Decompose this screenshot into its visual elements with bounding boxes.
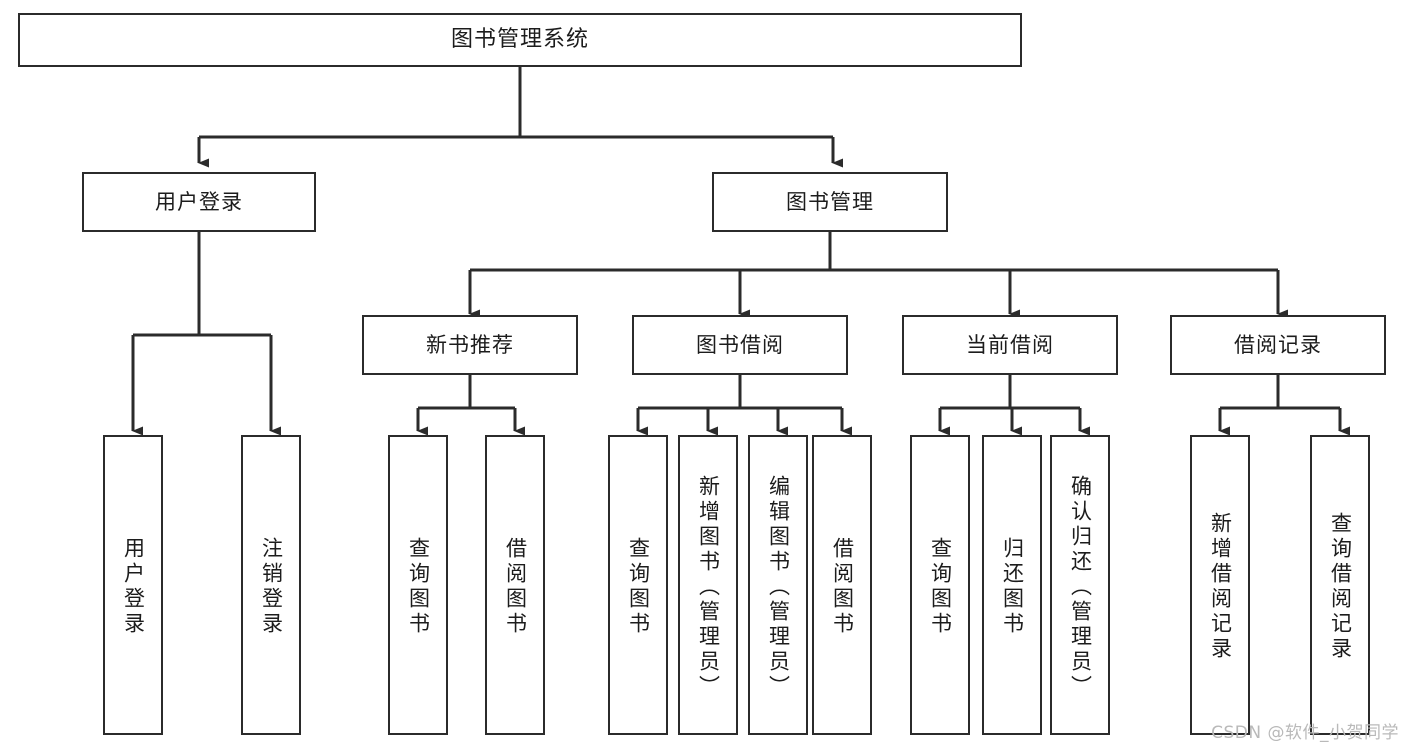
leaf-borrow-record-query-record[interactable]: 查询借阅记录: [1310, 435, 1370, 735]
node-label: 查询图书: [406, 537, 431, 637]
node-label: 用户登录: [121, 537, 146, 637]
leaf-borrow-record-add-record[interactable]: 新增借阅记录: [1190, 435, 1250, 735]
node-label: 查询借阅记录: [1328, 512, 1353, 662]
watermark: CSDN @软件_小贺同学: [1211, 723, 1399, 743]
leaf-book-borrow-edit-book-admin[interactable]: 编辑图书（管理员）: [748, 435, 808, 735]
node-label: 新增图书（管理员）: [696, 474, 721, 700]
leaf-book-borrow-query-book[interactable]: 查询图书: [608, 435, 668, 735]
leaf-current-borrow-confirm-return-admin[interactable]: 确认归还（管理员）: [1050, 435, 1110, 735]
node-label: 查询图书: [626, 537, 651, 637]
leaf-current-borrow-return-book[interactable]: 归还图书: [982, 435, 1042, 735]
node-label: 新书推荐: [426, 332, 514, 357]
leaf-user-login-login[interactable]: 用户登录: [103, 435, 163, 735]
node-root-book-management-system[interactable]: 图书管理系统: [18, 13, 1022, 67]
node-label: 图书管理: [786, 189, 874, 214]
leaf-book-borrow-add-book-admin[interactable]: 新增图书（管理员）: [678, 435, 738, 735]
node-book-management[interactable]: 图书管理: [712, 172, 948, 232]
node-label: 查询图书: [928, 537, 953, 637]
leaf-new-book-query-book[interactable]: 查询图书: [388, 435, 448, 735]
node-label: 图书管理系统: [450, 27, 589, 53]
node-label: 用户登录: [155, 189, 243, 214]
leaf-book-borrow-borrow-book[interactable]: 借阅图书: [812, 435, 872, 735]
node-label: 编辑图书（管理员）: [766, 474, 791, 700]
node-label: 归还图书: [1000, 537, 1025, 637]
node-label: 注销登录: [259, 537, 284, 637]
node-label: 借阅记录: [1234, 332, 1322, 357]
node-label: 当前借阅: [966, 332, 1054, 357]
node-user-login[interactable]: 用户登录: [82, 172, 316, 232]
node-label: 借阅图书: [830, 537, 855, 637]
node-label: 图书借阅: [696, 332, 784, 357]
node-current-borrow[interactable]: 当前借阅: [902, 315, 1118, 375]
node-label: 确认归还（管理员）: [1068, 474, 1093, 700]
node-borrow-record[interactable]: 借阅记录: [1170, 315, 1386, 375]
node-label: 新增借阅记录: [1208, 512, 1233, 662]
node-new-book-recommend[interactable]: 新书推荐: [362, 315, 578, 375]
node-label: 借阅图书: [503, 537, 528, 637]
leaf-current-borrow-query-book[interactable]: 查询图书: [910, 435, 970, 735]
leaf-new-book-borrow-book[interactable]: 借阅图书: [485, 435, 545, 735]
leaf-user-login-logout[interactable]: 注销登录: [241, 435, 301, 735]
node-book-borrow[interactable]: 图书借阅: [632, 315, 848, 375]
